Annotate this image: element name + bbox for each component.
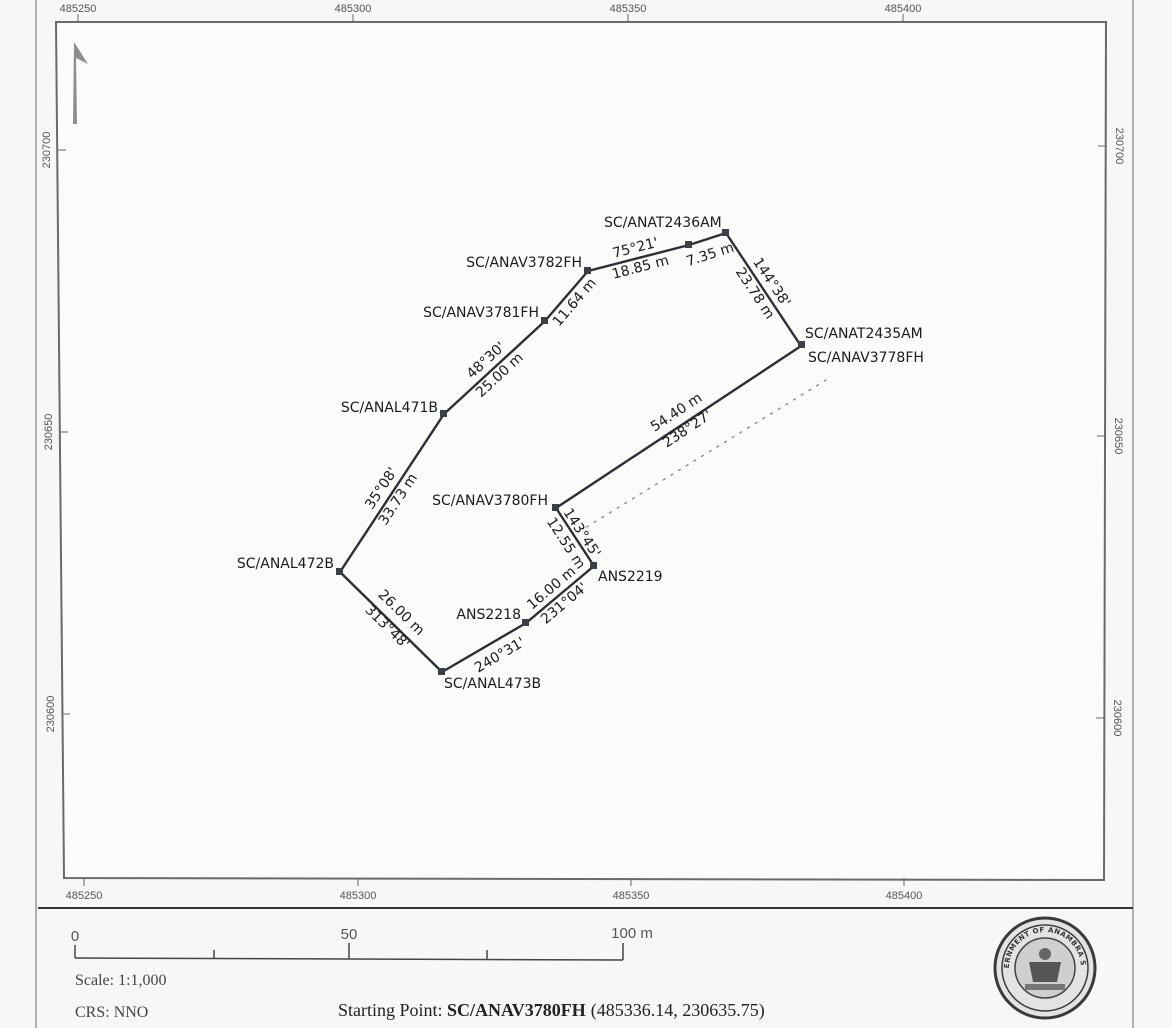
tick-y-left-1: 230650: [43, 414, 55, 451]
dotted-reference-line: [584, 379, 827, 529]
corner-marker[interactable]: [590, 562, 597, 569]
tick-x-bottom-1: 485300: [340, 890, 377, 902]
scale-bar-label-100: 100 m: [611, 925, 653, 942]
corner-label: SC/ANAV3780FH: [432, 493, 548, 509]
scale-bar-label-50: 50: [341, 926, 358, 943]
corner-marker[interactable]: [722, 229, 729, 236]
north-arrow-icon: [73, 42, 88, 124]
corner-label: SC/ANAV3782FH: [466, 255, 582, 271]
starting-point-prefix: Starting Point:: [338, 1000, 447, 1020]
tick-x-top-2: 485350: [610, 3, 647, 15]
corner-marker[interactable]: [522, 619, 529, 626]
corner-label: SC/ANAT2436AM: [604, 215, 722, 231]
top-ticks: 485250 485300 485350 485400: [60, 3, 922, 22]
corner-label: SC/ANAL471B: [341, 400, 438, 416]
corner-labels: SC/ANAV3780FH SC/ANAV3778FH SC/ANAT2435A…: [237, 215, 924, 692]
corner-marker[interactable]: [541, 317, 548, 324]
corner-label: SC/ANAT2435AM: [805, 326, 923, 342]
tick-x-top-3: 485400: [885, 3, 922, 15]
corner-label: SC/ANAV3781FH: [423, 305, 539, 321]
corner-marker[interactable]: [336, 568, 343, 575]
corner-label: SC/ANAL473B: [444, 676, 541, 692]
parcel-boundary[interactable]: [338, 231, 803, 674]
corner-label: ANS2219: [598, 569, 663, 585]
tick-x-top-1: 485300: [335, 3, 372, 15]
corner-marker[interactable]: [438, 668, 445, 675]
starting-point-coords: (485336.14, 230635.75): [591, 1000, 765, 1021]
tick-y-left-2: 230600: [45, 696, 57, 733]
government-seal: GOVERNMENT OF ANAMBRA STATE: [993, 916, 1097, 1020]
crs-text: CRS: NNO: [75, 1004, 148, 1021]
corner-markers: [336, 229, 805, 675]
tick-y-right-0: 230700: [1113, 128, 1125, 165]
tick-x-bottom-2: 485350: [613, 890, 650, 902]
map-frame: [54, 21, 1108, 882]
corner-label: SC/ANAV3778FH: [808, 350, 924, 366]
tick-y-right-1: 230650: [1112, 418, 1124, 455]
corner-marker[interactable]: [584, 267, 591, 274]
tick-x-bottom-3: 485400: [886, 890, 923, 902]
corner-marker[interactable]: [552, 504, 559, 511]
bottom-ticks: 485250 485300 485350 485400: [66, 878, 923, 902]
scale-bar: 0 50 100 m: [71, 925, 653, 961]
left-ticks: 230700 230650 230600: [41, 132, 70, 733]
starting-point-id: SC/ANAV3780FH: [447, 1000, 586, 1020]
corner-marker[interactable]: [685, 241, 692, 248]
tick-y-left-0: 230700: [41, 132, 53, 169]
corner-label: SC/ANAL472B: [237, 556, 334, 572]
scale-bar-label-0: 0: [71, 928, 79, 945]
tick-y-right-2: 230600: [1111, 700, 1123, 737]
corner-marker[interactable]: [440, 410, 447, 417]
starting-point: Starting Point: SC/ANAV3780FH(485336.14,…: [338, 1000, 765, 1021]
tick-x-top-0: 485250: [60, 3, 97, 15]
scale-text: Scale: 1:1,000: [75, 972, 167, 989]
right-ticks: 230700 230650 230600: [1096, 128, 1125, 737]
corner-label: ANS2218: [456, 607, 521, 623]
legend-panel: 0 50 100 m Scale: 1:1,000 CRS: NNO Start…: [38, 907, 1133, 1021]
corner-marker[interactable]: [798, 341, 805, 348]
tick-x-bottom-0: 485250: [66, 890, 103, 902]
